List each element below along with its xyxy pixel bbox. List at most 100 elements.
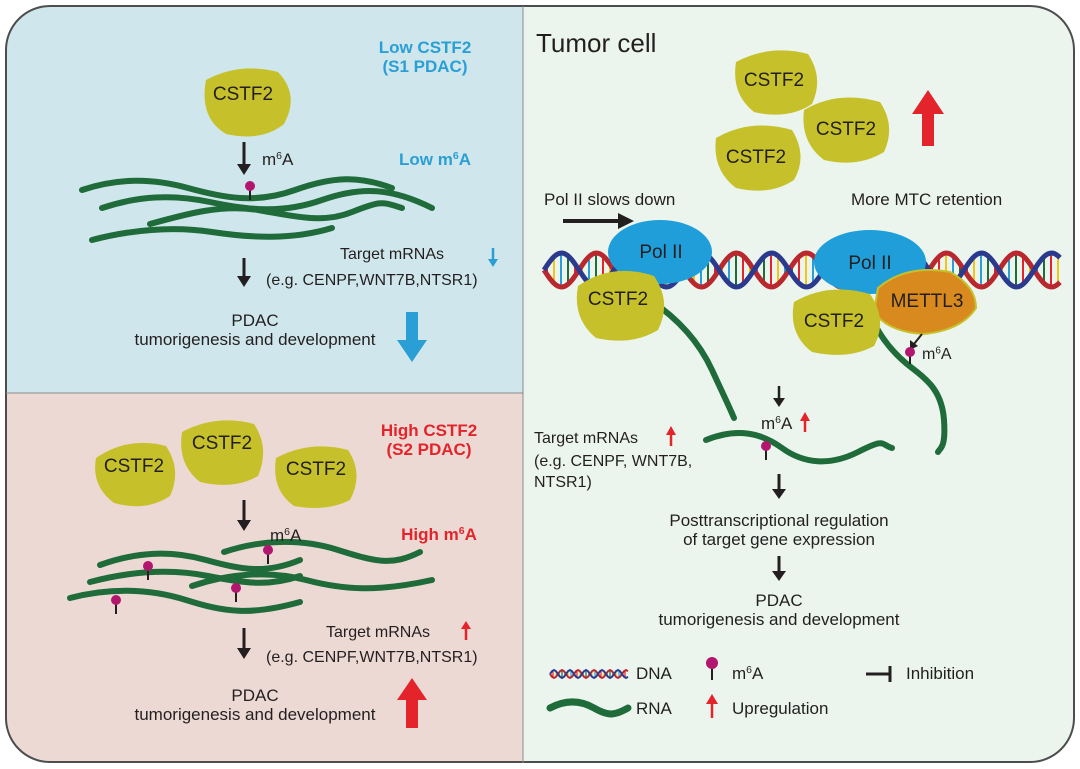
legend-m6a-icon <box>706 657 718 669</box>
rna-strand <box>79 176 395 202</box>
target-examples: NTSR1) <box>534 474 592 491</box>
increase-arrow-icon <box>912 90 944 146</box>
outcome-line-1: PDAC <box>755 591 803 610</box>
arrow-head <box>237 648 251 659</box>
outcome-line-1: PDAC <box>231 686 279 705</box>
cstf2-protein-shape <box>792 289 881 355</box>
m6a-label: m6A <box>761 414 793 433</box>
m6a-mark-icon <box>263 545 273 555</box>
title-line-1: High CSTF2 <box>380 421 478 440</box>
rna-strand <box>189 571 435 592</box>
arrow-head <box>618 213 634 229</box>
legend-rna-label: RNA <box>636 699 672 718</box>
low-cstf2-title: Low CSTF2 (S1 PDAC) <box>360 38 490 76</box>
cstf2-protein-shape <box>715 125 801 191</box>
dna-strand <box>549 668 629 680</box>
m6a-mark-icon <box>143 561 153 571</box>
m6a-mark-icon <box>231 583 241 593</box>
cstf2-protein-shape <box>576 270 665 341</box>
outcome-line-2: tumorigenesis and development <box>134 330 376 350</box>
rna-strand <box>221 538 423 564</box>
cstf2-protein-shape <box>181 420 264 485</box>
arrow-head <box>800 412 810 421</box>
outcome-line-2: tumorigenesis and development <box>134 705 376 725</box>
title-line-2: (S1 PDAC) <box>382 57 468 77</box>
cstf2-label: CSTF2 <box>587 289 649 310</box>
arrow-head <box>461 621 471 629</box>
regulation-label: Posttranscriptional regulation of target… <box>629 511 929 549</box>
outer-frame <box>5 5 1075 763</box>
outcome-line-1: PDAC <box>231 311 279 330</box>
target-examples: (e.g. CENPF,WNT7B,NTSR1) <box>266 649 478 666</box>
arrow-head <box>772 489 786 499</box>
target-examples: (e.g. CENPF, WNT7B, <box>534 453 693 470</box>
regulation-line-2: of target gene expression <box>683 530 875 550</box>
rna-strand <box>703 430 895 465</box>
pol-ii-shape <box>608 220 712 284</box>
arrow-head <box>706 694 718 704</box>
panel-bottom-left <box>6 393 523 762</box>
pol-slows-label: Pol II slows down <box>544 190 676 209</box>
rna-strand <box>869 315 948 455</box>
mettl3-shape <box>872 269 978 336</box>
legend-dna-icon <box>549 668 629 680</box>
arrow-head <box>237 520 251 531</box>
arrow-icon <box>913 333 923 345</box>
rna-strand <box>647 297 737 421</box>
title-line-1: Low CSTF2 <box>378 38 472 57</box>
target-examples: (e.g. CENPF,WNT7B,NTSR1) <box>266 272 478 289</box>
target-mrnas-label: Target mRNAs <box>340 246 445 263</box>
high-m6a-label: High m6A <box>401 525 477 544</box>
cstf2-protein-shape <box>95 442 176 507</box>
dna-strand <box>549 668 629 680</box>
cstf2-protein-shape <box>735 50 818 115</box>
cstf2-label: CSTF2 <box>743 70 805 91</box>
title-line-2: (S2 PDAC) <box>386 440 472 460</box>
m6a-mark-icon <box>111 595 121 605</box>
legend-dna-label: DNA <box>636 664 672 683</box>
mettl3-label: METTL3 <box>890 291 964 312</box>
m6a-label: m6A <box>922 345 952 363</box>
target-mrnas-label: Target mRNAs <box>534 430 639 447</box>
cstf2-label: CSTF2 <box>285 459 347 480</box>
low-m6a-label: Low m6A <box>399 150 471 169</box>
pol-ii-label: Pol II <box>848 253 892 274</box>
legend-rna-icon <box>546 698 632 718</box>
regulation-line-1: Posttranscriptional regulation <box>669 511 889 530</box>
cstf2-protein-shape <box>204 68 291 137</box>
arrow-head <box>488 259 498 267</box>
arrow-head <box>772 571 786 581</box>
target-mrnas-label: Target mRNAs <box>326 624 431 641</box>
m6a-mark-icon <box>761 441 771 451</box>
rna-strand <box>89 225 335 243</box>
increase-arrow-icon <box>397 678 427 728</box>
legend-inhibition-label: Inhibition <box>906 664 975 683</box>
cstf2-label: CSTF2 <box>725 147 787 168</box>
panel-right <box>523 6 1074 762</box>
arrow-head <box>666 426 676 435</box>
rna-strand <box>147 200 405 227</box>
cstf2-label: CSTF2 <box>803 311 865 332</box>
cstf2-label: CSTF2 <box>103 456 165 477</box>
arrow-head <box>237 276 251 287</box>
mtc-retention-label: More MTC retention <box>851 190 1003 209</box>
rna-strand <box>67 587 303 614</box>
cstf2-label: CSTF2 <box>191 433 253 454</box>
pdac-outcome: PDAC tumorigenesis and development <box>105 686 405 724</box>
decrease-arrow-icon <box>397 312 427 362</box>
cstf2-protein-shape <box>803 97 890 163</box>
rna-strand <box>97 550 303 572</box>
high-cstf2-title: High CSTF2 (S2 PDAC) <box>364 421 494 459</box>
pol-ii-label: Pol II <box>639 242 683 263</box>
m6a-mark-icon <box>905 347 915 357</box>
legend-upregulation-label: Upregulation <box>732 699 829 718</box>
cstf2-label: CSTF2 <box>815 119 877 140</box>
m6a-label: m6A <box>270 526 302 545</box>
cstf2-label: CSTF2 <box>212 84 274 105</box>
pdac-outcome: PDAC tumorigenesis and development <box>629 591 929 629</box>
outcome-line-2: tumorigenesis and development <box>658 610 900 630</box>
m6a-mark-icon <box>245 181 255 191</box>
rna-strand <box>87 568 303 586</box>
